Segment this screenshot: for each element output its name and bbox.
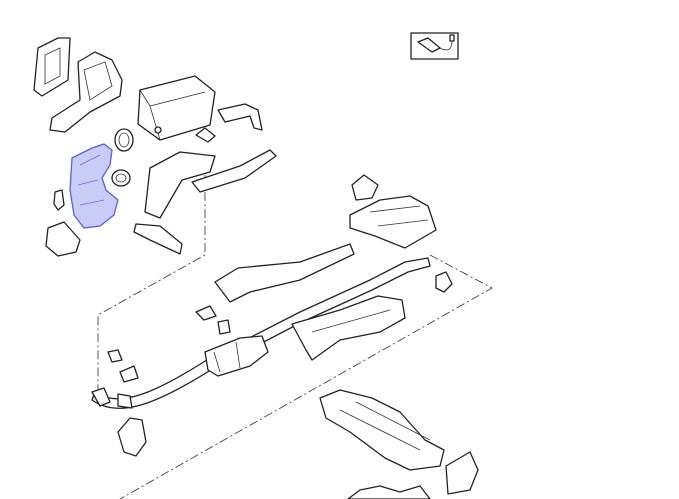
bracket-lower-left[interactable] <box>45 221 81 257</box>
clip-small[interactable] <box>107 305 231 383</box>
heat-shield-front[interactable] <box>69 143 119 229</box>
bracket-top-left[interactable] <box>33 37 71 97</box>
muffler-front[interactable] <box>137 75 216 141</box>
assembly-guide-lines <box>97 175 493 499</box>
oxygen-sensor-inset[interactable] <box>410 32 459 60</box>
heat-shield-upper[interactable] <box>49 51 123 133</box>
mounting-rail[interactable] <box>191 149 277 193</box>
catalytic-converter[interactable] <box>204 335 269 377</box>
hanger-rubber[interactable] <box>435 271 453 293</box>
flange-front[interactable] <box>91 387 133 409</box>
clamp-ring-2[interactable] <box>111 169 131 187</box>
clamp-ring-1[interactable] <box>114 128 134 152</box>
bracket-bottom[interactable] <box>117 417 147 457</box>
heat-shield-rear-center[interactable] <box>291 295 406 361</box>
bracket-small[interactable] <box>133 223 183 255</box>
rear-muffler[interactable] <box>347 485 431 499</box>
clip[interactable] <box>53 189 65 211</box>
heat-shield-rear[interactable] <box>319 389 479 495</box>
heat-shield-center[interactable] <box>144 151 216 219</box>
pipe-bracket[interactable] <box>217 103 263 131</box>
rail-long[interactable] <box>214 243 355 303</box>
hanger-bracket[interactable] <box>195 127 216 143</box>
heat-shield-mid[interactable] <box>349 174 437 249</box>
